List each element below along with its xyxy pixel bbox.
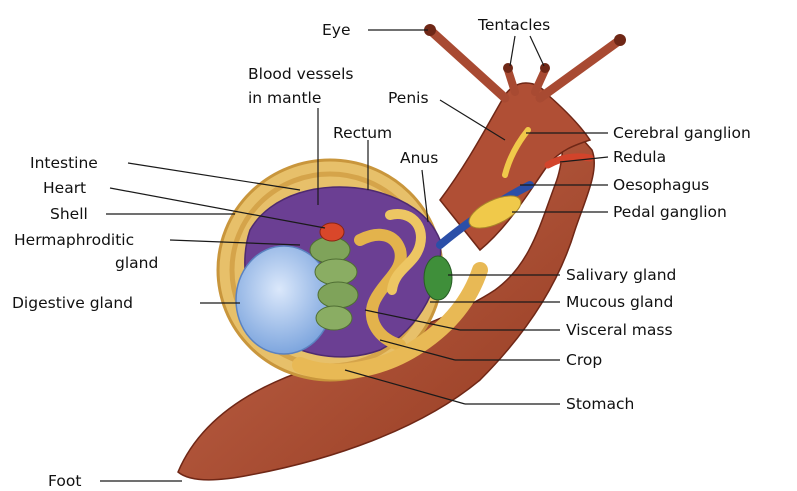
digestive-gland (236, 246, 332, 354)
tentacle-short-right (535, 70, 545, 92)
salivary-gland (424, 256, 452, 300)
label-heart: Heart (43, 179, 86, 197)
label-salivary-gland: Salivary gland (566, 266, 676, 284)
label-digestive-gland: Digestive gland (12, 294, 133, 312)
short-tentacle-tip-left (503, 63, 513, 73)
label-redula: Redula (613, 148, 666, 166)
heart (320, 223, 344, 241)
label-shell: Shell (50, 205, 88, 223)
eye-stalk-tip-right (614, 34, 626, 46)
label-blood-vessels-2: in mantle (248, 89, 321, 107)
label-foot: Foot (48, 472, 81, 490)
tentacle-left (430, 30, 505, 98)
label-hermaphroditic-2: gland (115, 254, 158, 272)
label-oesophagus: Oesophagus (613, 176, 709, 194)
label-stomach: Stomach (566, 395, 634, 413)
tentacle-short-left (508, 70, 515, 92)
label-blood-vessels-1: Blood vessels (248, 65, 353, 83)
label-hermaphroditic-1: Hermaphroditic (14, 231, 134, 249)
label-crop: Crop (566, 351, 602, 369)
short-tentacle-tip-right (540, 63, 550, 73)
label-pedal-ganglion: Pedal ganglion (613, 203, 727, 221)
label-anus: Anus (400, 149, 438, 167)
tentacle-right (540, 40, 620, 98)
label-cerebral-ganglion: Cerebral ganglion (613, 124, 751, 142)
label-mucous-gland: Mucous gland (566, 293, 673, 311)
label-tentacles: Tentacles (477, 16, 550, 34)
label-visceral-mass: Visceral mass (566, 321, 673, 339)
label-eye: Eye (322, 21, 351, 39)
label-intestine: Intestine (30, 154, 98, 172)
label-penis: Penis (388, 89, 429, 107)
label-rectum: Rectum (333, 124, 392, 142)
